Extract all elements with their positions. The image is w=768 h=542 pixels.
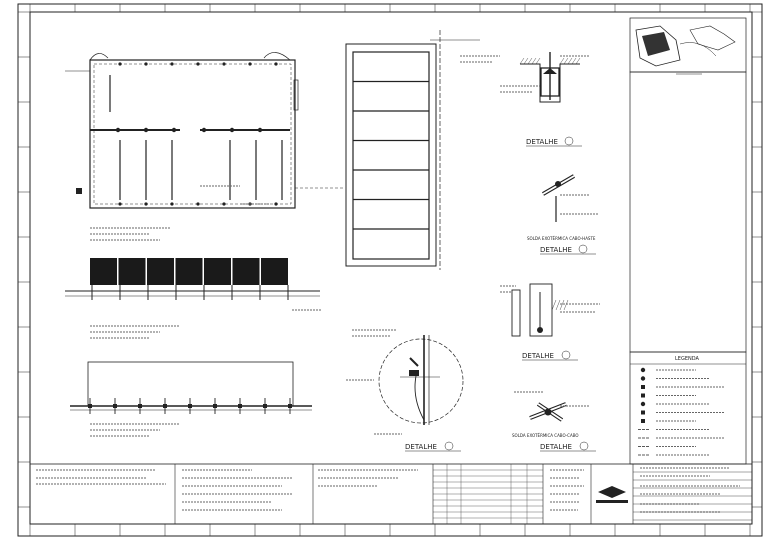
detail-caption: SOLDA EXOTÉRMICA CABO-HASTE <box>527 236 596 241</box>
solar-panel <box>232 258 260 285</box>
annotations <box>90 55 600 437</box>
hatch <box>523 57 529 65</box>
legend-symbol <box>641 393 645 398</box>
frame-foot <box>188 404 192 408</box>
frame-foot <box>288 404 292 408</box>
detail-cable-cable <box>529 402 567 422</box>
ground-rod <box>274 62 278 66</box>
legend-symbol <box>640 401 646 407</box>
detail-circle <box>378 335 464 425</box>
hatch <box>575 57 581 65</box>
hatch <box>559 299 565 311</box>
ground-rod <box>144 202 148 206</box>
connection-node <box>257 127 263 133</box>
ground-rod <box>222 62 226 66</box>
solar-panel <box>90 258 117 285</box>
detail-title: DETALHE <box>526 138 558 146</box>
solar-panel <box>204 258 231 285</box>
ground-rod <box>170 202 174 206</box>
detail-title: DETALHE <box>540 246 572 254</box>
legend-symbol <box>640 367 646 373</box>
panel-elevation-view <box>65 258 320 300</box>
ground-rod <box>196 202 200 206</box>
hatch <box>559 57 565 65</box>
detail-title: DETALHE <box>540 443 572 451</box>
ground-rod <box>196 62 200 66</box>
connection-node <box>201 127 207 133</box>
hatch <box>563 299 569 311</box>
detail-cable-rod <box>541 174 576 222</box>
hatch <box>535 57 541 65</box>
connection-node <box>143 127 149 133</box>
frame-elevation-view <box>70 361 312 414</box>
legend-symbol <box>641 419 645 423</box>
frame-foot <box>213 404 217 408</box>
hatch <box>555 299 561 311</box>
solar-panel <box>175 258 203 285</box>
hatch <box>551 299 557 311</box>
frame-foot <box>263 404 267 408</box>
ground-rod <box>274 202 278 206</box>
frame-foot <box>138 404 142 408</box>
detail-title: DETALHE <box>522 352 554 360</box>
frame-foot <box>88 404 92 408</box>
hatch <box>567 57 573 65</box>
title-block <box>29 463 753 525</box>
connection-node <box>171 127 177 133</box>
ground-rod <box>170 62 174 66</box>
connection-node <box>229 127 235 133</box>
hatch <box>519 57 525 65</box>
detail-titles: DETALHE SOLDA EXOTÉRMICA CABO-HASTE DETA… <box>405 136 596 452</box>
hatch <box>531 57 537 65</box>
hatch <box>571 57 577 65</box>
legend-symbol <box>640 376 646 381</box>
detail-wall <box>511 283 569 337</box>
detail-caption: SOLDA EXOTÉRMICA CABO-CABO <box>512 433 579 438</box>
grounding-plan-view <box>65 52 345 209</box>
detail-trench <box>519 52 581 103</box>
solar-panel <box>261 258 288 285</box>
ground-rod <box>222 202 226 206</box>
ground-rod <box>248 62 252 66</box>
legend-symbol <box>641 410 645 415</box>
connection-node <box>115 127 121 133</box>
frame-foot <box>163 404 167 408</box>
hatch <box>527 57 533 65</box>
frame-foot <box>113 404 117 408</box>
ground-rod <box>144 62 148 66</box>
array-plan-view <box>345 30 480 270</box>
ground-rod <box>118 62 122 66</box>
hatch <box>563 57 569 65</box>
solar-panel <box>147 258 174 285</box>
legend-title: LEGENDA <box>675 356 699 362</box>
right-panel: LEGENDA <box>629 17 747 465</box>
detail-title: DETALHE <box>405 443 437 451</box>
solar-panel <box>118 258 146 285</box>
legend-symbol <box>641 385 645 389</box>
frame-foot <box>238 404 242 408</box>
ground-rod <box>118 202 122 206</box>
